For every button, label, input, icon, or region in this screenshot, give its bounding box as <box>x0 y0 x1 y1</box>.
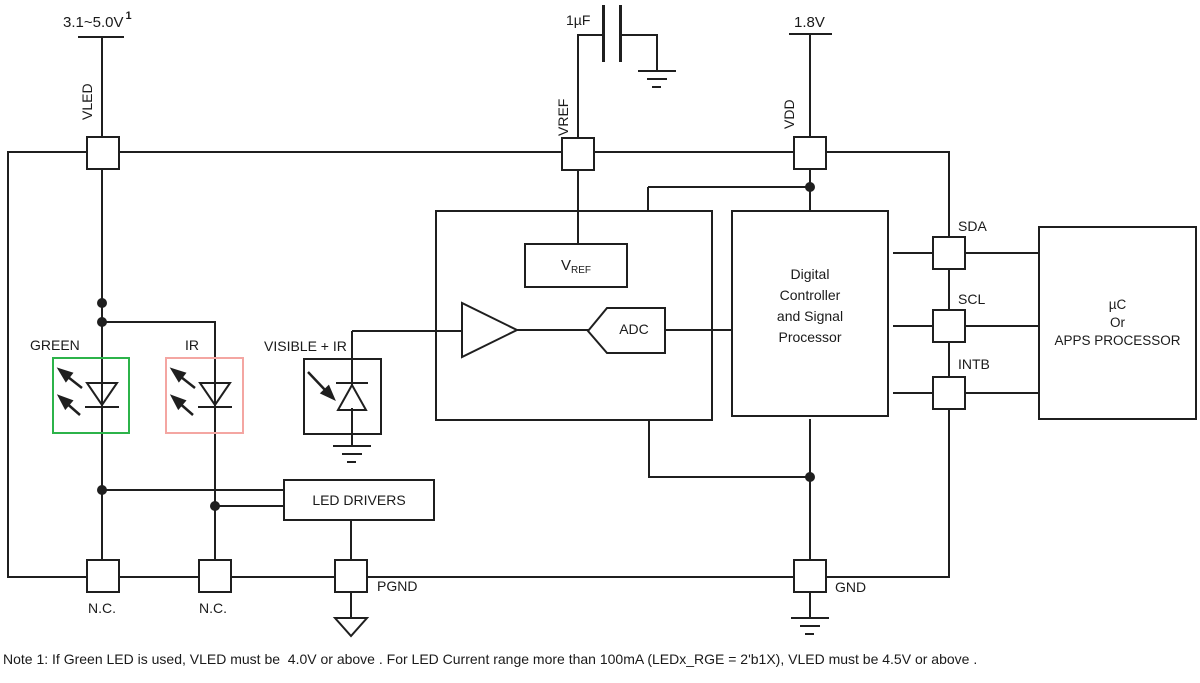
digital-controller-block: Digital Controller and Signal Processor <box>731 210 889 417</box>
ir-led-box <box>165 357 244 434</box>
capacitor-plate-right <box>619 5 622 62</box>
wire-ir-drop <box>214 322 216 560</box>
processor-block: µC Or APPS PROCESSOR <box>1038 226 1197 420</box>
pin-label-intb: INTB <box>958 356 990 372</box>
wire-intb-processor <box>966 392 1038 394</box>
wire-cap-left <box>578 34 604 36</box>
wire-vref-cap <box>577 34 579 138</box>
analog-front-end-block <box>435 210 713 421</box>
wire-vdd-to-analog <box>647 187 649 211</box>
wire-digital-to-gnd <box>809 419 811 560</box>
ir-led-icon <box>169 367 232 416</box>
photodiode-box <box>303 358 382 435</box>
pad-gnd <box>793 559 827 593</box>
pin-label-vref: VREF <box>555 98 571 136</box>
pin-label-gnd: GND <box>835 579 867 595</box>
vref-block: VREF <box>524 243 628 288</box>
pad-nc-right <box>198 559 232 593</box>
wire-cap-ground <box>656 35 658 71</box>
pad-sda <box>932 236 966 270</box>
wire-bottom-junction <box>648 476 811 478</box>
pin-label-nc-right: N.C. <box>199 600 227 616</box>
wire-digital-sda <box>893 252 933 254</box>
wire-sda-processor <box>966 252 1038 254</box>
capacitor-value-label: 1µF <box>566 12 591 28</box>
pin-label-vdd: VDD <box>781 99 797 129</box>
pad-scl <box>932 309 966 343</box>
wire-pgnd-symbol <box>350 593 352 618</box>
wire-adc-to-digital <box>665 329 732 331</box>
footnote: Note 1: If Green LED is used, VLED must … <box>3 651 978 667</box>
wire-digital-scl <box>893 325 933 327</box>
green-led-icon <box>56 367 119 416</box>
junction-dot-vled-1 <box>97 298 107 308</box>
adc-block <box>586 307 666 354</box>
junction-dot-ir-driver <box>210 501 220 511</box>
pgnd-ground-icon <box>332 617 370 638</box>
pad-vled <box>86 136 120 170</box>
pin-label-sda: SDA <box>958 218 987 234</box>
chip-boundary <box>7 151 950 578</box>
note-reference: 1 <box>125 10 132 22</box>
junction-dot-green-driver <box>97 485 107 495</box>
led-drivers-block: LED DRIVERS <box>283 479 435 521</box>
wire-ir-branch <box>101 321 216 323</box>
wire-driver-green <box>101 489 284 491</box>
wire-vref-to-block <box>577 170 579 244</box>
photodiode-icon <box>307 371 368 411</box>
wire-gnd-symbol <box>809 593 811 618</box>
amplifier-icon <box>461 301 520 359</box>
photodiode-label: VISIBLE + IR <box>264 338 347 354</box>
wire-photodiode-input <box>352 330 463 332</box>
wire-cap-right <box>622 34 658 36</box>
pad-nc-left <box>86 559 120 593</box>
wire-driver-ir <box>214 505 284 507</box>
pin-label-scl: SCL <box>958 291 986 307</box>
wire-digital-intb <box>893 392 933 394</box>
vdd-supply-label: 1.8V <box>794 14 825 31</box>
pad-vref <box>561 137 595 171</box>
green-led-box <box>52 357 130 434</box>
capacitor-plate-left <box>602 5 605 62</box>
wire-analog-bottom <box>648 419 650 477</box>
led-drivers-label: LED DRIVERS <box>312 492 406 508</box>
wire-photodiode-ground <box>351 408 353 446</box>
wire-scl-processor <box>966 325 1038 327</box>
vref-block-label: VREF <box>560 257 591 276</box>
pad-vdd <box>793 136 827 170</box>
junction-dot-gnd <box>805 472 815 482</box>
wire-amp-to-adc <box>517 329 589 331</box>
pin-label-nc-left: N.C. <box>88 600 116 616</box>
junction-dot-vled-2 <box>97 317 107 327</box>
green-led-label: GREEN <box>30 337 80 353</box>
wire-vled-drop <box>101 37 103 137</box>
pad-pgnd <box>334 559 368 593</box>
pin-label-vled: VLED <box>79 83 95 120</box>
junction-dot-vdd <box>805 182 815 192</box>
wire-drivers-pgnd <box>350 521 352 560</box>
wire-vdd-drop <box>809 34 811 137</box>
wire-vled-branch <box>101 170 103 560</box>
pin-label-pgnd: PGND <box>377 578 418 594</box>
adc-label: ADC <box>619 321 649 337</box>
pad-intb <box>932 376 966 410</box>
wire-vdd-branch <box>648 186 811 188</box>
ir-led-label: IR <box>185 337 199 353</box>
